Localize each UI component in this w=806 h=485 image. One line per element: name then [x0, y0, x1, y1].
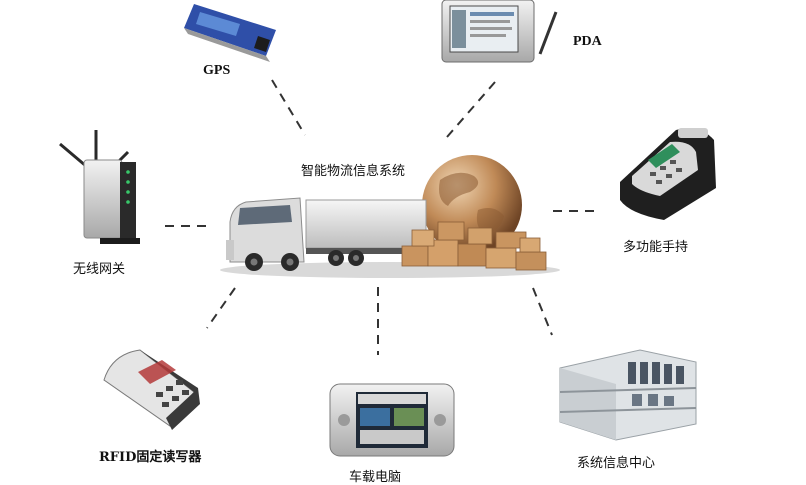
connector-datacenter — [533, 288, 552, 335]
gps-card-icon — [184, 4, 276, 62]
node-label-gps: GPS — [203, 63, 230, 79]
center-title: 智能物流信息系统 — [301, 160, 405, 179]
node-label-wireless: 无线网关 — [73, 258, 125, 277]
connector-pda — [447, 82, 495, 137]
pda-device-icon — [442, 0, 556, 62]
truck-trailer — [306, 200, 426, 248]
connector-rfid — [207, 288, 235, 328]
server-rack-icon — [560, 350, 696, 440]
node-label-rfid: RFID固定读写器 — [99, 446, 201, 465]
connector-gps — [272, 80, 305, 135]
wireless-router-icon — [60, 130, 140, 244]
pos-terminal-icon — [620, 128, 716, 220]
vehicle-computer-icon — [330, 384, 454, 456]
node-label-handheld: 多功能手持 — [623, 236, 688, 255]
node-label-datacenter: 系统信息中心 — [577, 452, 655, 471]
rfid-reader-icon — [104, 350, 200, 430]
node-label-vehicle: 车载电脑 — [349, 466, 401, 485]
node-label-pda: PDA — [573, 34, 602, 50]
